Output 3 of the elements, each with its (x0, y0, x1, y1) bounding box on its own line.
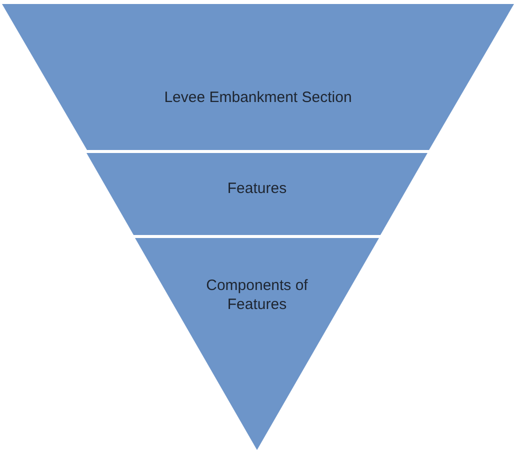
tier-label: Components of Features (205, 276, 309, 314)
tier-label: Features (226, 179, 288, 198)
tier-label: Levee Embankment Section (163, 88, 353, 107)
